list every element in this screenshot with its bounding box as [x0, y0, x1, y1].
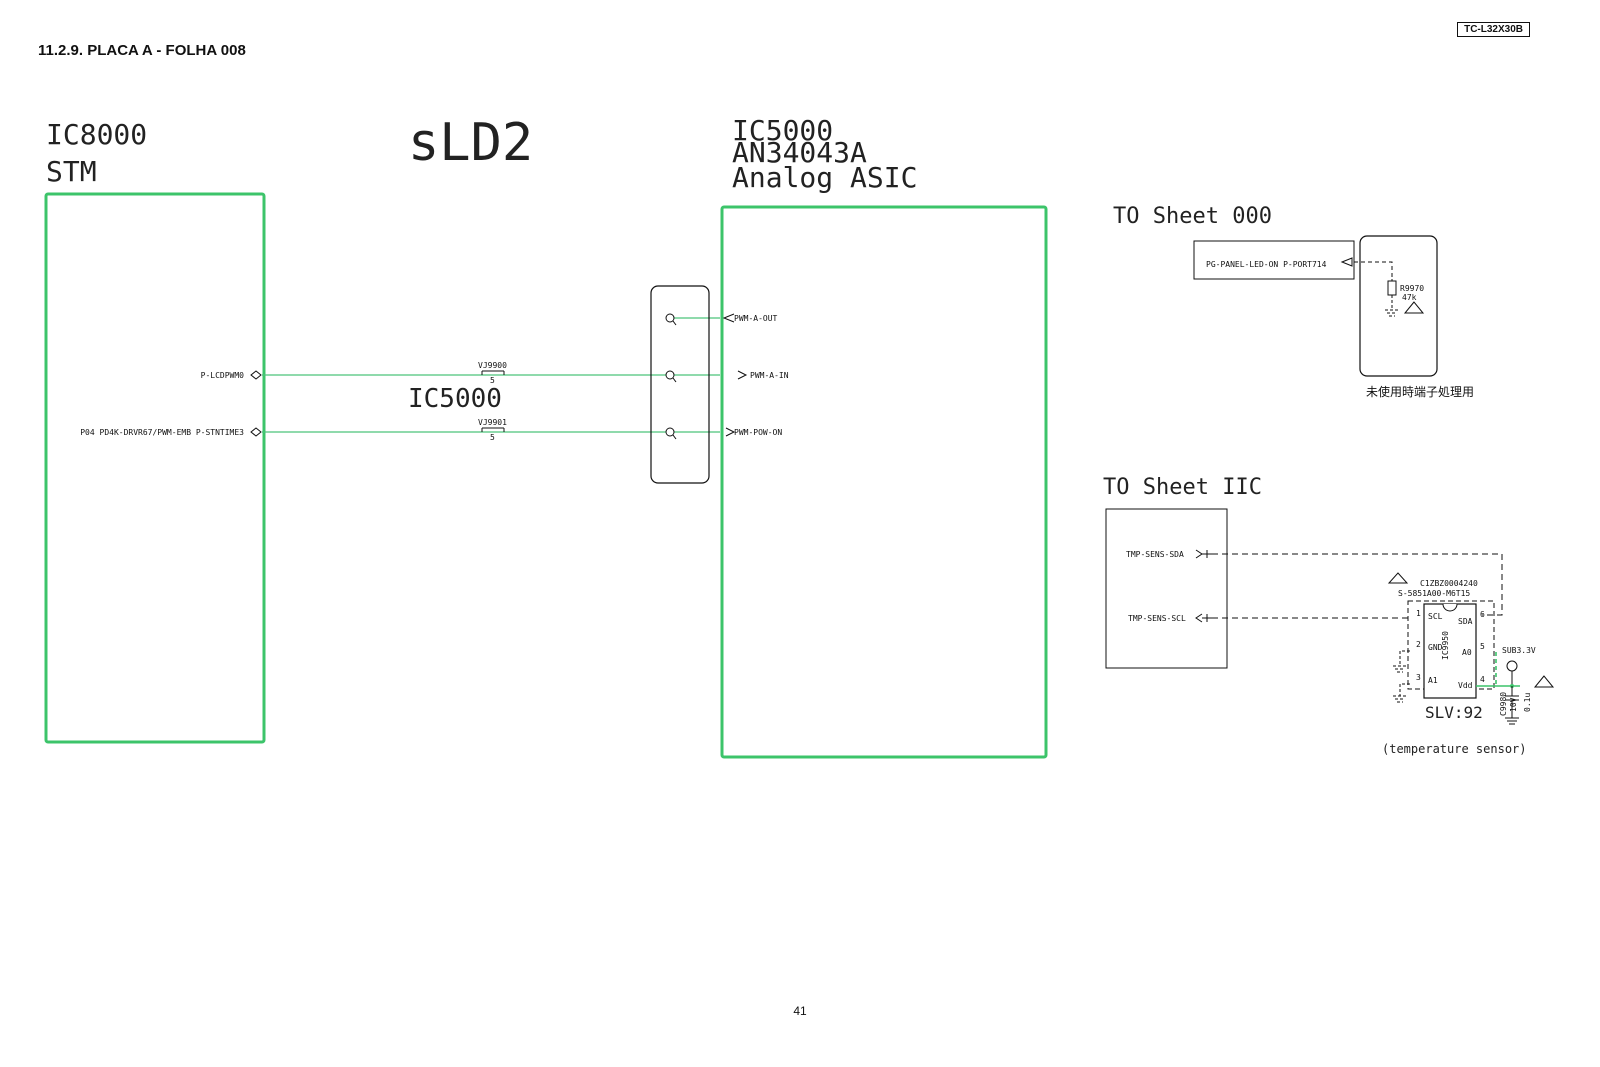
pin-num-4: 4 [1480, 675, 1485, 684]
jumper-vj9901: VJ9901 5 [478, 418, 507, 442]
resistor-symbol [1387, 280, 1397, 296]
port-box [1193, 240, 1355, 280]
jumper-ref-2: VJ9901 [478, 418, 507, 427]
slave-address: SLV:92 [1425, 703, 1483, 722]
pin-arrow-pow [725, 427, 736, 437]
cap-voltage: 10V [1509, 697, 1518, 712]
safety-triangle-icon [1403, 301, 1425, 314]
sheet-000-title: TO Sheet 000 [1113, 204, 1272, 229]
pin-label-pwm-a-out: PWM-A-OUT [734, 314, 778, 323]
model-code-badge: TC-L32X30B [1457, 22, 1530, 37]
safety-triangle-icon-3 [1533, 675, 1555, 688]
sheet-iic-section: TO Sheet IIC TMP-SENS-SDA TMP-SENS-SCL C… [1103, 475, 1555, 756]
sda-label: TMP-SENS-SDA [1126, 550, 1184, 559]
page-number: 41 [793, 1004, 807, 1018]
resistor-value: 47k [1402, 293, 1417, 302]
resistor-ref: R9970 [1400, 284, 1424, 293]
supply-label: SUB3.3V [1502, 646, 1536, 655]
pin-diamond-2 [250, 427, 262, 437]
pin-num-3: 3 [1416, 673, 1421, 682]
scl-label: TMP-SENS-SCL [1128, 614, 1186, 623]
pin-gnd: GND [1428, 643, 1443, 652]
ic5000-block: IC5000 AN34043A Analog ASIC PWM-A-OUT PW… [720, 114, 1048, 759]
pin-num-1: 1 [1416, 609, 1421, 618]
ic5000-ref: IC5000 [732, 114, 833, 147]
ic8000-outline [44, 192, 266, 744]
port-label: PG-PANEL-LED-ON P-PORT714 [1206, 260, 1327, 269]
cap-ref: C9980 [1499, 692, 1508, 716]
testpoint-1 [665, 313, 677, 326]
pin-num-2: 2 [1416, 640, 1421, 649]
ic-part-number-2: S-5851A00-M6T15 [1398, 589, 1470, 598]
ic8000-name: STM [46, 155, 97, 188]
testpoint-group [650, 285, 710, 484]
supply-symbol [1506, 660, 1518, 672]
pin-label-pwm-pow-on: PWM-POW-ON [734, 428, 782, 437]
cap-value: 0.1u [1523, 693, 1532, 712]
pin-label-pwm-a-in: PWM-A-IN [750, 371, 789, 380]
ic5000-outline [720, 205, 1048, 759]
testpoint-3 [665, 427, 677, 440]
pin-sda: SDA [1458, 617, 1473, 626]
ic-ref: IC9950 [1441, 631, 1450, 660]
pin-label-lcdpwm: P-LCDPWM0 [201, 371, 245, 380]
resistor-group [1359, 235, 1438, 377]
pin-vdd: Vdd [1458, 681, 1473, 690]
sheet-iic-title: TO Sheet IIC [1103, 475, 1262, 500]
iic-port-box [1105, 508, 1228, 669]
ic8000-block: IC8000 STM P-LCDPWM0 P04 PD4K-DRVR67/PWM… [44, 118, 266, 744]
testpoint-2 [665, 370, 677, 383]
sheet-000-note: 未使用時端子処理用 [1366, 384, 1474, 399]
pin-arrow-in [737, 370, 748, 380]
ic5000-mid-label: IC5000 [408, 384, 502, 414]
sheet-000-section: TO Sheet 000 PG-PANEL-LED-ON P-PORT714 R… [1113, 204, 1474, 399]
pin-num-6: 6 [1480, 610, 1485, 619]
pin-a0: A0 [1462, 648, 1472, 657]
pin-scl: SCL [1428, 612, 1443, 621]
pin-num-5: 5 [1480, 642, 1485, 651]
jumper-vj9900: VJ9900 5 [478, 361, 507, 385]
section-title: 11.2.9. PLACA A - FOLHA 008 [38, 42, 246, 59]
jumper-n-2: 5 [490, 433, 495, 442]
pin-a1: A1 [1428, 676, 1438, 685]
sld2-title: sLD2 [408, 113, 533, 173]
safety-triangle-icon-2 [1387, 572, 1409, 584]
ic5000-part: AN34043A [732, 136, 867, 169]
pin-diamond-1 [250, 370, 262, 380]
ic8000-ref: IC8000 [46, 118, 147, 151]
pin-arrow-out [722, 313, 735, 323]
jumper-n-1: 5 [490, 376, 495, 385]
port-connector [1340, 257, 1353, 267]
ic5000-desc: Analog ASIC [732, 161, 917, 194]
jumper-ref-1: VJ9900 [478, 361, 507, 370]
ic-part-number-1: C1ZBZ0004240 [1420, 579, 1478, 588]
temperature-caption: (temperature sensor) [1382, 742, 1527, 756]
pin-label-stntime: P04 PD4K-DRVR67/PWM-EMB P-STNTIME3 [80, 428, 244, 437]
